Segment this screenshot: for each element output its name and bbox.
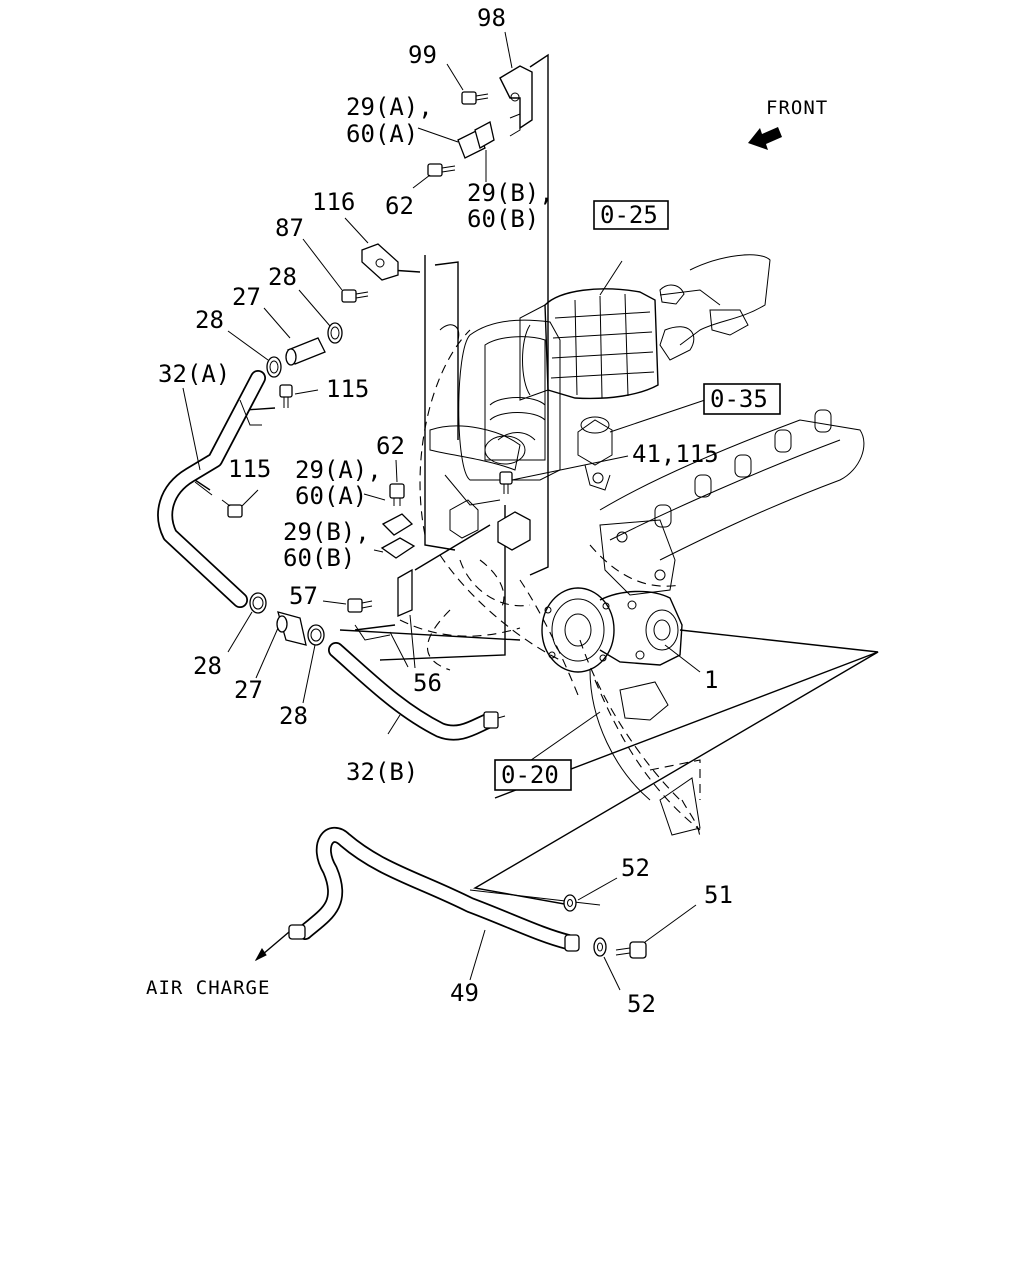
bolt-115-lower: [221, 499, 243, 518]
air-charge-label: AIR CHARGE: [146, 977, 270, 999]
pipe-32b: [328, 642, 506, 741]
clamp-28-upper-left: [266, 356, 282, 378]
svg-text:0-25: 0-25: [600, 201, 658, 229]
callout-60a-mid: 60(A): [295, 482, 367, 510]
callout-29b-top: 29(B),: [467, 179, 554, 207]
callout-116: 116: [312, 188, 355, 216]
front-label: FRONT: [766, 97, 828, 119]
ref-box-0-35: 0-35: [703, 383, 781, 415]
callout-28-lower-left: 28: [193, 652, 222, 680]
hose-27-upper: [285, 337, 326, 366]
bolt-62-top: [427, 163, 456, 177]
washer-52-upper: [563, 894, 577, 912]
washer-52-lower: [593, 937, 607, 957]
callout-29a-mid: 29(A),: [295, 456, 382, 484]
pipe-32a: [157, 370, 266, 608]
callout-60b-top: 60(B): [467, 205, 539, 233]
callout-115-upper: 115: [326, 375, 369, 403]
callout-27-lower: 27: [234, 676, 263, 704]
callout-28-upper-left: 28: [195, 306, 224, 334]
bracket-116: [361, 243, 399, 281]
wastegate-actuator: [577, 416, 613, 491]
callout-98: 98: [477, 4, 506, 32]
callout-57: 57: [289, 582, 318, 610]
callout-28-lower-right: 28: [279, 702, 308, 730]
bolt-51: [615, 941, 647, 959]
bolt-87: [341, 289, 369, 303]
bolt-57: [347, 598, 373, 613]
clamp-28-lower-left: [249, 592, 267, 614]
air-charge-arrow-icon: [254, 931, 290, 962]
bolt-99: [461, 91, 489, 105]
turbo-housing: [429, 319, 561, 506]
callout-27-upper: 27: [232, 283, 261, 311]
callout-32b: 32(B): [346, 758, 418, 786]
front-arrow-icon: [748, 127, 782, 150]
callout-99: 99: [408, 41, 437, 69]
callout-87: 87: [275, 214, 304, 242]
intake-manifold: [599, 409, 865, 596]
callout-56: 56: [413, 669, 442, 697]
bolt-41-115: [499, 471, 513, 494]
callout-62-mid: 62: [376, 432, 405, 460]
ref-box-0-20: 0-20: [494, 759, 572, 791]
callout-52-lower: 52: [627, 990, 656, 1018]
callout-1: 1: [704, 666, 718, 694]
bolt-62-mid: [389, 483, 405, 506]
air-compressor: [541, 587, 683, 721]
svg-text:0-20: 0-20: [501, 761, 559, 789]
callout-60a-top: 60(A): [346, 120, 418, 148]
bracket-center: [449, 499, 531, 551]
callout-51: 51: [704, 881, 733, 909]
callout-115-lower: 115: [228, 455, 271, 483]
housing-arc: [589, 669, 651, 801]
callout-60b-mid: 60(B): [283, 544, 355, 572]
bracket-56: [354, 568, 413, 641]
clamp-29a-mid: [381, 513, 414, 536]
callout-leaders: [182, 31, 706, 991]
callout-49: 49: [450, 979, 479, 1007]
intercooler-box: [519, 288, 659, 401]
callout-52-upper: 52: [621, 854, 650, 882]
callout-32a: 32(A): [158, 360, 230, 388]
clamp-29a-top: [457, 121, 495, 159]
bracket-98: [499, 65, 533, 137]
clamp-28-lower-right: [307, 624, 325, 646]
svg-text:0-35: 0-35: [710, 385, 768, 413]
callout-62-top: 62: [385, 192, 414, 220]
clamp-28-upper-right: [327, 322, 343, 344]
callout-41-115: 41,115: [632, 440, 719, 468]
callout-29a-top: 29(A),: [346, 93, 433, 121]
hose-27-lower: [276, 611, 307, 646]
bolt-115-upper: [279, 384, 293, 408]
callout-28-upper-right: 28: [268, 263, 297, 291]
housing-flange: [659, 777, 701, 836]
pipe-49: [288, 826, 580, 952]
leader-frames: [194, 53, 879, 906]
callout-29b-mid: 29(B),: [283, 518, 370, 546]
ref-box-0-25: 0-25: [593, 200, 669, 230]
clamp-29b-mid: [380, 537, 416, 559]
exhaust-manifold: [659, 254, 771, 361]
